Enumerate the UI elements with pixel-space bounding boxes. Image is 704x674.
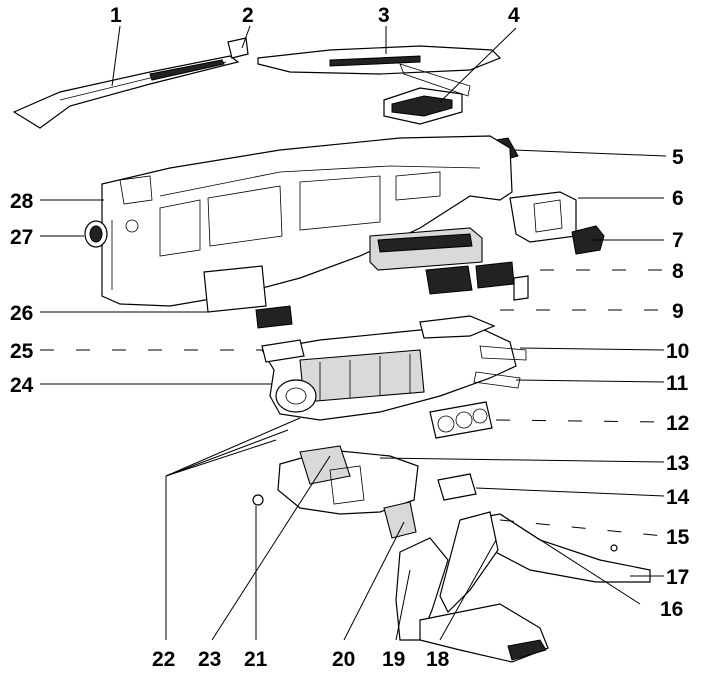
callout-26: 26 [10, 302, 33, 325]
left-round-vent [84, 220, 108, 248]
right-vent-louver [571, 225, 605, 255]
callout-20: 20 [332, 648, 355, 671]
defroster-vent-panel [257, 45, 502, 97]
callout-9: 9 [672, 300, 684, 323]
callout-13: 13 [666, 452, 689, 475]
callout-5: 5 [672, 146, 684, 169]
callout-23: 23 [198, 648, 221, 671]
callout-28: 28 [10, 190, 34, 213]
callout-1: 1 [110, 4, 122, 27]
lower-left-vent [203, 265, 293, 329]
trim-clip [227, 37, 249, 59]
callout-10: 10 [666, 340, 689, 363]
leader-lines [40, 25, 667, 641]
center-vent-assembly [369, 227, 529, 301]
heater-blower-assembly [261, 315, 527, 421]
callout-2: 2 [242, 4, 254, 27]
callout-7: 7 [672, 229, 684, 252]
callout-25: 25 [10, 340, 34, 363]
defroster-trim-strip [12, 55, 240, 129]
callout-18: 18 [426, 648, 450, 671]
gauge-bezel [429, 401, 493, 439]
callout-labels: 1 2 3 4 5 6 7 8 9 10 11 12 13 14 15 16 1… [10, 4, 690, 671]
callout-6: 6 [672, 187, 684, 210]
callout-15: 15 [666, 526, 690, 549]
parts-drawing [12, 37, 651, 663]
callout-3: 3 [378, 4, 390, 27]
callout-24: 24 [10, 374, 34, 397]
callout-12: 12 [666, 412, 689, 435]
callout-27: 27 [10, 226, 33, 249]
defroster-outlet [383, 87, 463, 125]
callout-19: 19 [382, 648, 405, 671]
callout-21: 21 [244, 648, 268, 671]
callout-14: 14 [666, 486, 690, 509]
dashboard-panel [101, 135, 513, 307]
callout-8: 8 [672, 260, 684, 283]
callout-4: 4 [508, 4, 520, 27]
fastener [252, 494, 264, 506]
callout-11: 11 [666, 372, 689, 395]
callout-16: 16 [660, 598, 683, 621]
floor-duct-bracket [437, 473, 477, 501]
callout-17: 17 [666, 566, 689, 589]
callout-22: 22 [152, 648, 175, 671]
duct-elbow [383, 501, 417, 539]
right-vent-housing [509, 191, 577, 243]
